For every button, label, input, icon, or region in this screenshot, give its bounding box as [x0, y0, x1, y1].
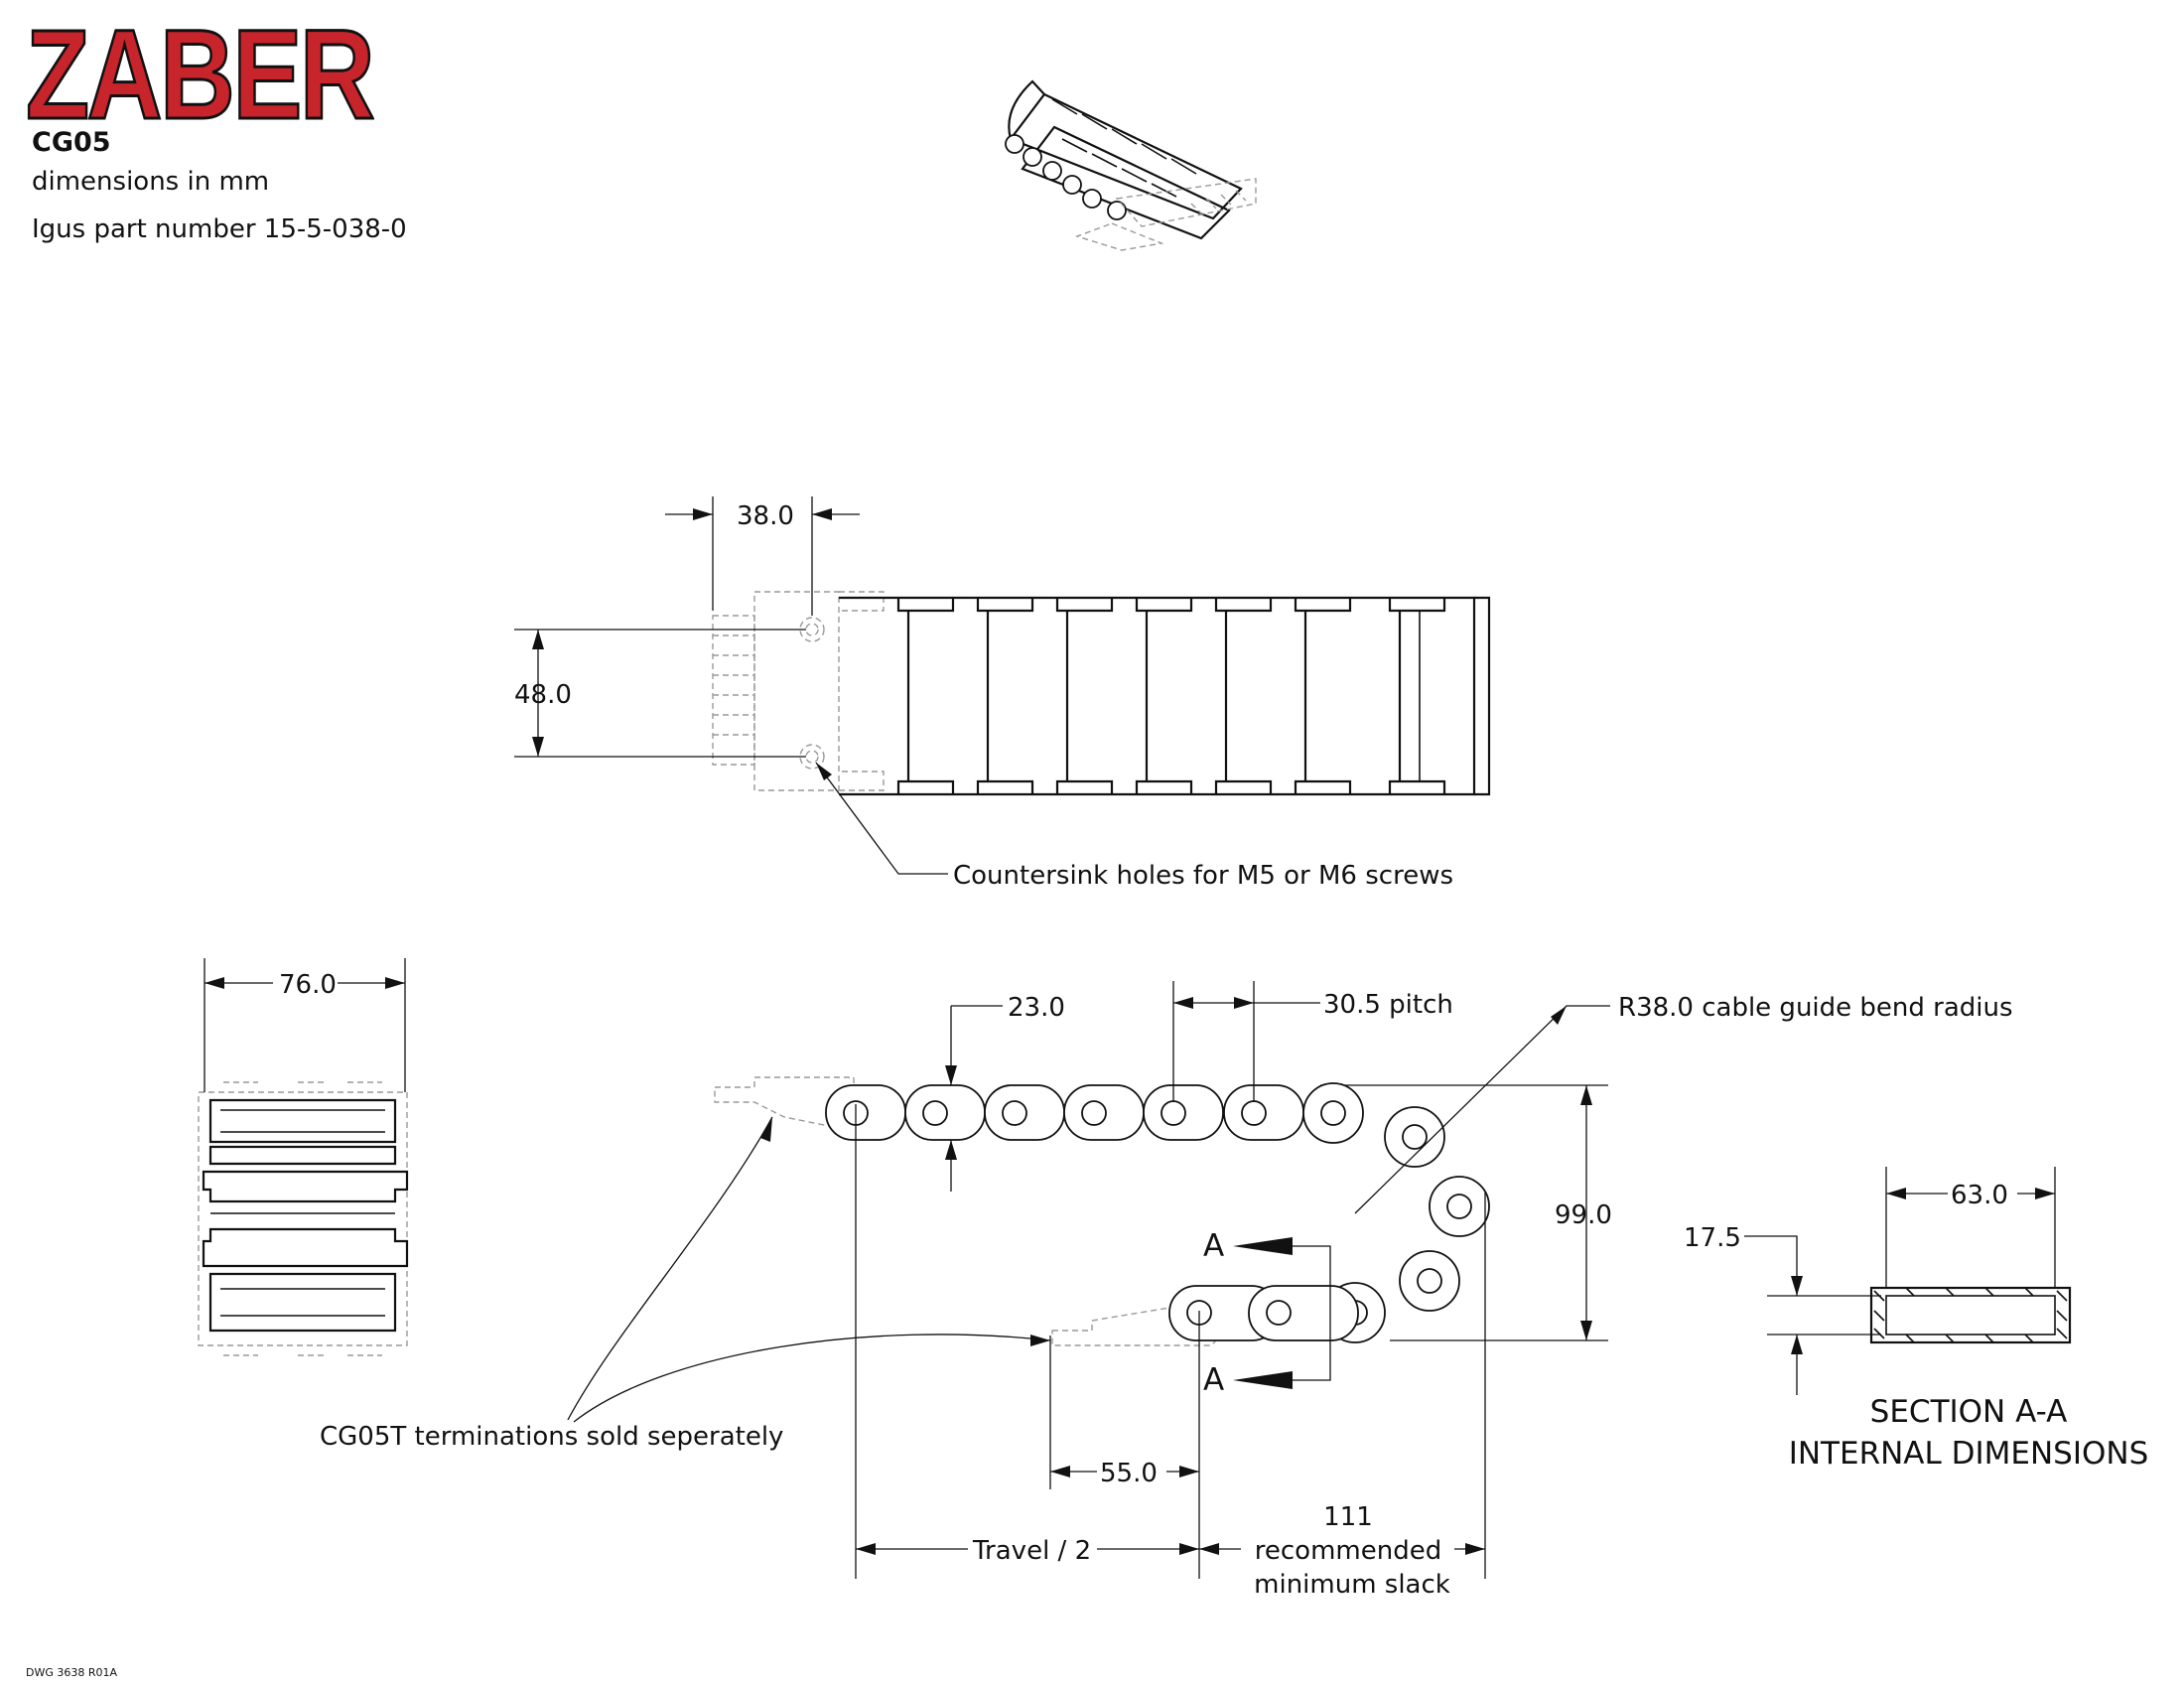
- slack-value: 111: [1323, 1502, 1373, 1532]
- link-pin: [1002, 1100, 1027, 1126]
- side-view: 23.0 30.5 pitch R38.0 cable guide bend r…: [320, 981, 2013, 1600]
- bend-radius-note: R38.0 cable guide bend radius: [1618, 993, 2013, 1023]
- drawing-number: DWG 3638 R01A: [26, 1666, 118, 1679]
- dim-99: 99.0: [1555, 1200, 1612, 1230]
- link-pin: [1320, 1100, 1346, 1126]
- units-note: dimensions in mm: [32, 167, 270, 197]
- dim-63: 63.0: [1951, 1181, 2008, 1210]
- link-pin: [1402, 1124, 1428, 1150]
- terminations-note: CG05T terminations sold seperately: [320, 1422, 783, 1452]
- section-mark-bottom: A: [1203, 1362, 1224, 1398]
- link-pin: [1160, 1100, 1186, 1126]
- dim-pitch: 30.5 pitch: [1323, 990, 1453, 1020]
- dim-17-5: 17.5: [1684, 1223, 1741, 1253]
- link-pin: [1446, 1194, 1472, 1219]
- top-view-link: [976, 598, 1034, 794]
- link-pin: [1266, 1300, 1292, 1326]
- slack-line-1: recommended: [1255, 1536, 1441, 1566]
- side-view-link: [1248, 1285, 1359, 1341]
- section-subtitle: INTERNAL DIMENSIONS: [1789, 1436, 2149, 1472]
- section-a-a: 63.0 17.5 SECTION A-A INTERNAL DIMENSION…: [1684, 1167, 2148, 1472]
- dim-38: 38.0: [737, 501, 794, 531]
- dim-55: 55.0: [1100, 1459, 1158, 1488]
- top-view: 38.0 48.0 Countersink holes for M5 or M6…: [514, 496, 1491, 891]
- top-view-link: [1214, 598, 1273, 794]
- link-pin: [1417, 1268, 1442, 1294]
- dim-23: 23.0: [1008, 993, 1065, 1023]
- igus-part-number: Igus part number 15-5-038-0: [32, 214, 407, 244]
- dim-48: 48.0: [514, 680, 572, 710]
- travel-label: Travel / 2: [972, 1536, 1091, 1566]
- section-mark-top: A: [1203, 1228, 1224, 1264]
- end-view: 76.0: [198, 958, 409, 1356]
- top-view-link: [896, 598, 955, 794]
- top-view-link: [1294, 598, 1352, 794]
- top-view-link: [1135, 598, 1193, 794]
- countersink-note: Countersink holes for M5 or M6 screws: [953, 861, 1453, 891]
- top-view-link: [1388, 598, 1446, 794]
- top-view-link: [1055, 598, 1114, 794]
- link-pin: [1241, 1100, 1267, 1126]
- top-view-end-link: [1399, 611, 1421, 781]
- section-title: SECTION A-A: [1870, 1394, 2068, 1430]
- slack-line-2: minimum slack: [1254, 1570, 1450, 1600]
- link-pin: [1081, 1100, 1107, 1126]
- link-pin: [922, 1100, 948, 1126]
- isometric-preview: [1005, 79, 1257, 251]
- dim-76: 76.0: [279, 970, 337, 1000]
- part-title: CG05: [32, 127, 111, 158]
- zaber-logo: ZABER: [25, 4, 376, 146]
